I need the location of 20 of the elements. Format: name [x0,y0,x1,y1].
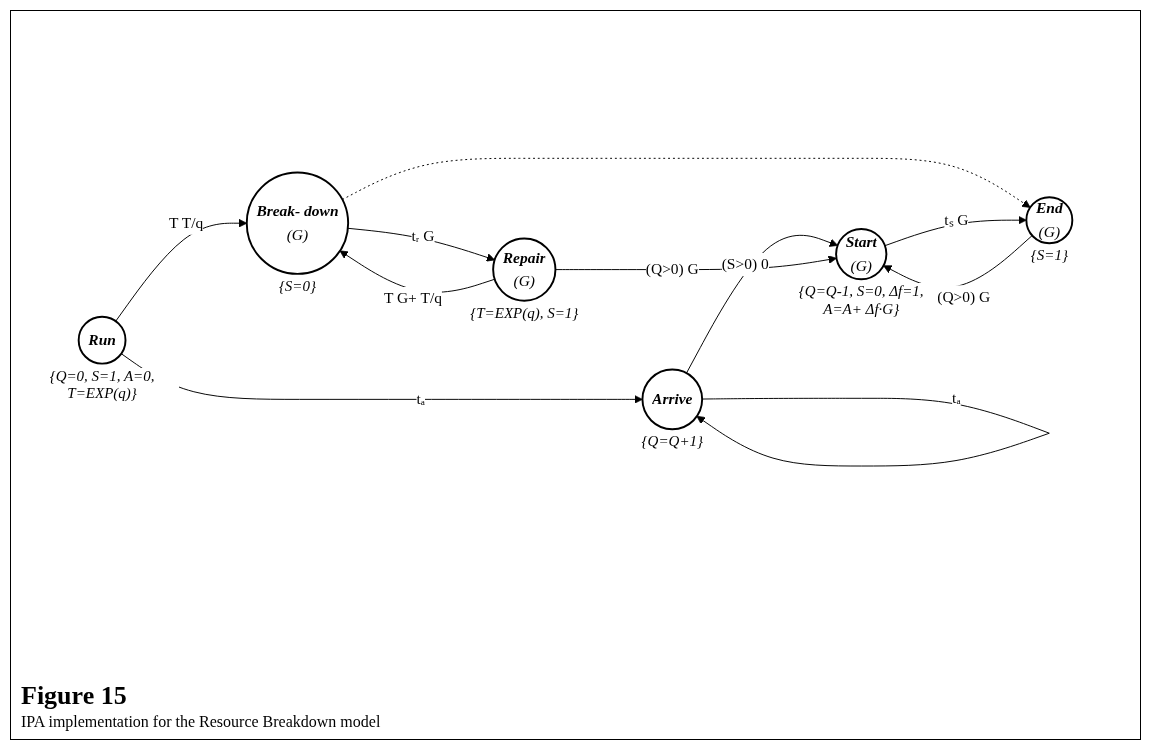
state-change-text: {Q=Q+1} [639,433,705,451]
node-circle: End (G) [1025,196,1074,245]
state-change-text: {T=EXP(q), S=1} [468,304,581,322]
node-circle: Start (G) [835,228,888,281]
node-circle: Run [77,315,127,365]
edge-label: (S>0) 0 [721,255,769,273]
edge-label: (Q>0) G [937,288,991,305]
edge-label: T T/q [169,214,204,231]
node-circle: Repair (G) [492,237,557,302]
edge-label: tₛ G [944,211,969,228]
edge-label: (Q>0) G [645,260,699,278]
edge-label: tᵣ G [411,227,435,245]
node-circle: Arrive [641,368,704,431]
state-change-text: {S=1} [1028,247,1070,265]
node-circle: Break- down (G) [245,171,350,275]
figure-caption: IPA implementation for the Resource Breakdown model [21,713,382,731]
edge-label: tₐ [416,390,425,408]
figure-title: Figure 15 [21,681,128,711]
edge-label: T G+ T/q [383,289,442,307]
edge-label: tₐ [952,389,961,407]
